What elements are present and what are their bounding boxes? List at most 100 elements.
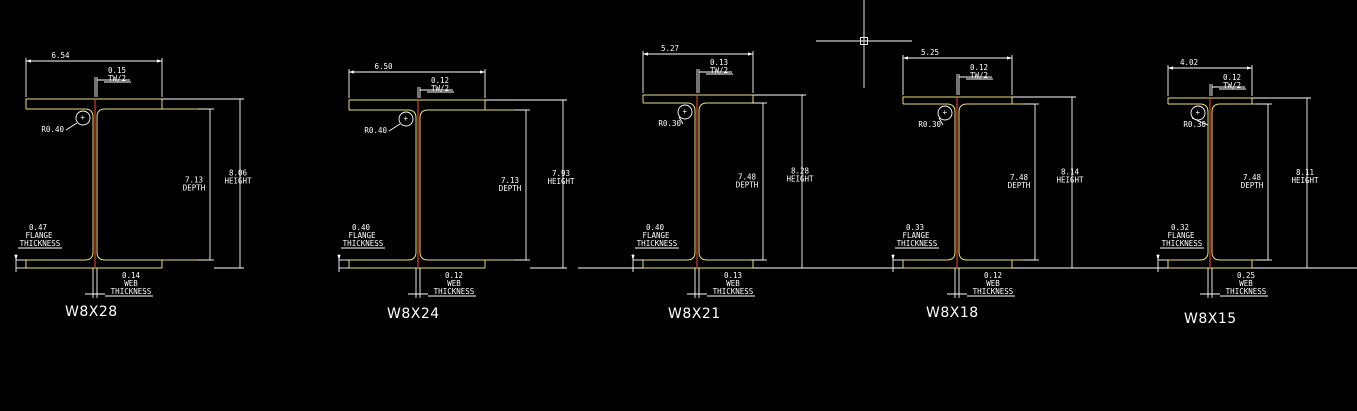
crosshair-cursor-icon xyxy=(816,0,912,88)
web-right xyxy=(1211,103,1268,261)
web-thickness-label-1: WEB xyxy=(124,279,138,288)
web-right xyxy=(698,102,763,261)
radius-label: R0.30 xyxy=(1183,120,1206,129)
web-right xyxy=(958,103,1035,261)
flange-thickness-value: 0.47 xyxy=(29,223,47,232)
fillet-circle xyxy=(75,110,91,126)
web-right xyxy=(419,109,526,261)
fillet-circle xyxy=(398,111,414,127)
fillet-circle xyxy=(1190,105,1206,121)
height-value: 8.11 xyxy=(1296,168,1314,177)
flange-thickness-value: 0.33 xyxy=(906,223,924,232)
radius-label: R0.40 xyxy=(364,126,387,135)
half-web-label: TW/2 xyxy=(1223,81,1241,90)
web-left xyxy=(26,108,94,261)
flange-width-value: 5.27 xyxy=(661,44,679,53)
web-thickness-label-2: THICKNESS xyxy=(111,287,152,296)
web-thickness-label-2: THICKNESS xyxy=(713,287,754,296)
flange-width-value: 5.25 xyxy=(921,48,939,57)
depth-value: 7.48 xyxy=(738,173,757,182)
half-web-value: 0.13 xyxy=(710,58,728,67)
flange-thickness-label-1: FLANGE xyxy=(642,231,670,240)
half-web-value: 0.12 xyxy=(970,63,988,72)
section-w8x24[interactable]: 6.500.12TW/2+R0.407.13DEPTH7.93HEIGHT0.4… xyxy=(337,62,575,322)
radius-label: R0.40 xyxy=(41,125,64,134)
section-w8x18[interactable]: 5.250.12TW/2+R0.307.48DEPTH8.14HEIGHT0.3… xyxy=(891,48,1084,321)
depth-value: 7.48 xyxy=(1243,173,1262,182)
web-left xyxy=(349,109,417,261)
top-flange xyxy=(25,98,163,109)
web-left xyxy=(903,103,956,261)
half-web-label: TW/2 xyxy=(108,74,126,83)
half-web-label: TW/2 xyxy=(431,84,449,93)
web-thickness-label-1: WEB xyxy=(986,279,1000,288)
flange-width-value: 4.02 xyxy=(1180,58,1198,67)
section-title: W8X28 xyxy=(65,304,118,320)
depth-label: DEPTH xyxy=(499,184,522,193)
half-web-value: 0.15 xyxy=(108,66,126,75)
flange-width-value: 6.50 xyxy=(374,62,393,71)
web-thickness-label-2: THICKNESS xyxy=(1226,287,1267,296)
web-thickness-value: 0.25 xyxy=(1237,271,1255,280)
depth-label: DEPTH xyxy=(1241,181,1264,190)
flange-thickness-label-2: THICKNESS xyxy=(343,239,384,248)
flange-thickness-label-1: FLANGE xyxy=(348,231,376,240)
height-value: 8.28 xyxy=(791,167,810,176)
web-thickness-value: 0.12 xyxy=(445,271,463,280)
section-w8x28[interactable]: 6.540.15TW/2+R0.407.13DEPTH8.06HEIGHT0.4… xyxy=(14,51,252,320)
web-thickness-label-2: THICKNESS xyxy=(434,287,475,296)
section-w8x21[interactable]: 5.270.13TW/2+R0.307.48DEPTH8.28HEIGHT0.4… xyxy=(631,44,814,322)
top-flange xyxy=(642,94,754,103)
web-thickness-label-1: WEB xyxy=(447,279,461,288)
depth-value: 7.13 xyxy=(501,176,519,185)
half-web-value: 0.12 xyxy=(1223,73,1241,82)
height-label: HEIGHT xyxy=(547,177,575,186)
flange-thickness-value: 0.40 xyxy=(352,223,371,232)
half-web-label: TW/2 xyxy=(710,66,728,75)
depth-value: 7.13 xyxy=(185,176,203,185)
flange-thickness-label-2: THICKNESS xyxy=(1162,239,1203,248)
flange-thickness-label-1: FLANGE xyxy=(25,231,53,240)
height-label: HEIGHT xyxy=(224,177,252,186)
fillet-center-mark: + xyxy=(1196,108,1201,117)
fillet-circle xyxy=(937,105,953,121)
radius-label: R0.30 xyxy=(658,119,681,128)
section-title: W8X21 xyxy=(668,306,721,322)
height-value: 8.14 xyxy=(1061,168,1080,177)
flange-thickness-label-1: FLANGE xyxy=(902,231,930,240)
flange-thickness-label-2: THICKNESS xyxy=(897,239,938,248)
web-left xyxy=(1168,103,1209,261)
height-value: 8.06 xyxy=(229,169,248,178)
fillet-circle xyxy=(677,104,693,120)
depth-label: DEPTH xyxy=(183,184,206,193)
height-value: 7.93 xyxy=(552,169,570,178)
fillet-center-mark: + xyxy=(81,113,86,122)
web-thickness-value: 0.12 xyxy=(984,271,1002,280)
section-title: W8X24 xyxy=(387,306,440,322)
flange-thickness-value: 0.40 xyxy=(646,223,665,232)
web-thickness-label-1: WEB xyxy=(1239,279,1253,288)
section-title: W8X18 xyxy=(926,305,979,321)
height-label: HEIGHT xyxy=(786,175,814,184)
radius-label: R0.30 xyxy=(918,120,941,129)
web-right xyxy=(96,108,210,261)
depth-label: DEPTH xyxy=(1008,181,1031,190)
height-label: HEIGHT xyxy=(1291,176,1319,185)
flange-thickness-value: 0.32 xyxy=(1171,223,1189,232)
flange-thickness-label-2: THICKNESS xyxy=(637,239,678,248)
height-label: HEIGHT xyxy=(1056,176,1084,185)
flange-thickness-label-1: FLANGE xyxy=(1167,231,1195,240)
depth-label: DEPTH xyxy=(736,181,759,190)
fillet-center-mark: + xyxy=(404,114,409,123)
web-thickness-label-2: THICKNESS xyxy=(973,287,1014,296)
web-thickness-value: 0.14 xyxy=(122,271,141,280)
web-thickness-value: 0.13 xyxy=(724,271,742,280)
depth-value: 7.48 xyxy=(1010,173,1029,182)
web-left xyxy=(643,102,696,261)
section-title: W8X15 xyxy=(1184,311,1237,327)
half-web-value: 0.12 xyxy=(431,76,449,85)
web-thickness-label-1: WEB xyxy=(726,279,740,288)
half-web-label: TW/2 xyxy=(970,71,988,80)
